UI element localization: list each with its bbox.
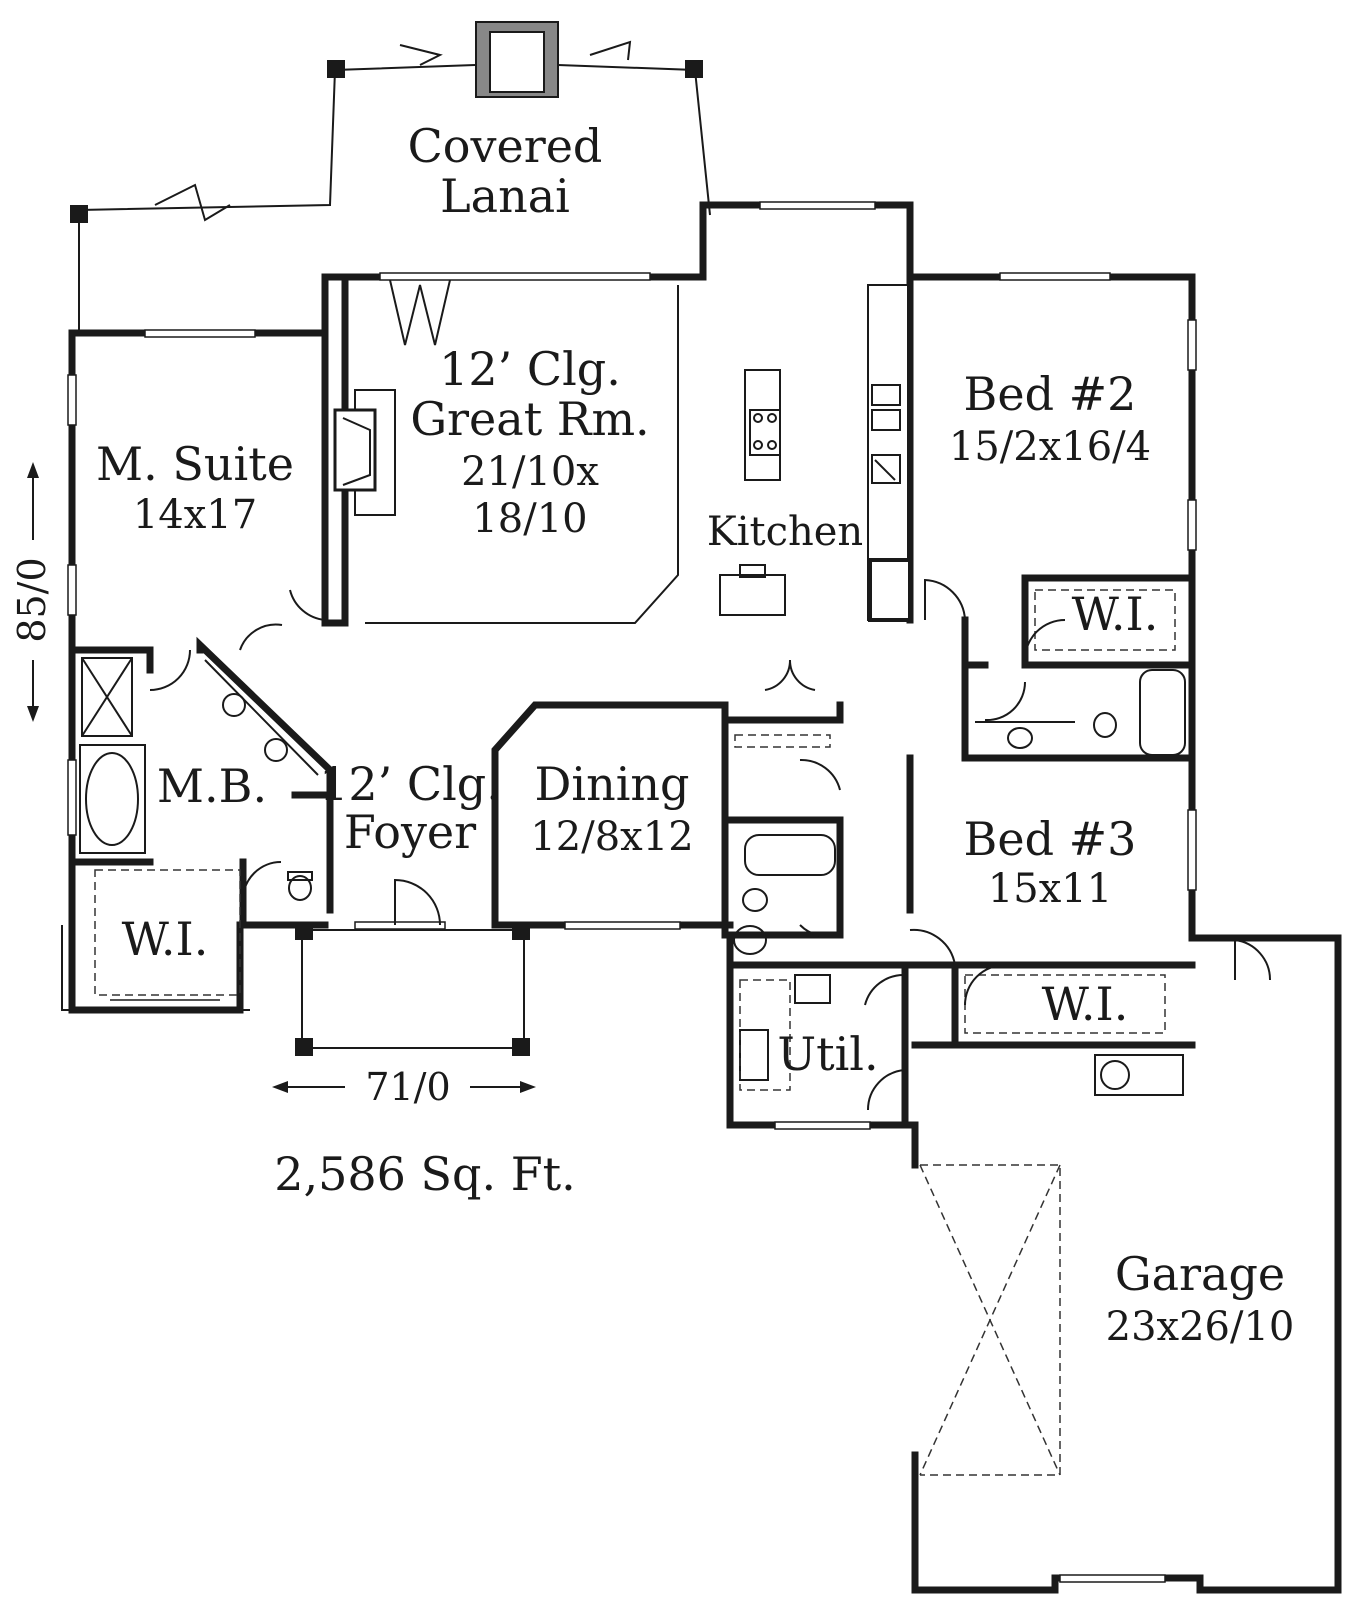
exterior-walls: [68, 201, 1342, 1594]
width-dimension-label: 71/0: [365, 1065, 450, 1109]
foyer-label-line2: Foyer: [344, 805, 476, 859]
mb-label: M.B.: [157, 759, 267, 813]
bed3-label: Bed #3: [964, 812, 1137, 866]
entry-porch: [295, 922, 530, 1056]
great-room-label-line2: Great Rm.: [410, 392, 649, 446]
bed2-size: 15/2x16/4: [949, 424, 1151, 470]
lanai-outline: [70, 21, 711, 333]
dining-size: 12/8x12: [530, 814, 693, 860]
great-room-label-line1: 12’ Clg.: [439, 342, 621, 396]
depth-dimension: 85/0: [10, 462, 54, 722]
dining-label: Dining: [534, 757, 689, 811]
foyer-label-line1: 12’ Clg.: [319, 757, 501, 811]
garage-size: 23x26/10: [1106, 1304, 1295, 1350]
width-dimension: 71/0: [272, 1065, 536, 1109]
garage-label: Garage: [1115, 1247, 1285, 1301]
windows: [67, 201, 1197, 1583]
util-label: Util.: [777, 1027, 878, 1081]
wi-master-label: W.I.: [122, 912, 209, 966]
great-room-label-line3: 21/10x: [461, 449, 599, 495]
bed3-size: 15x11: [988, 866, 1112, 912]
wi-bed2-label: W.I.: [1072, 587, 1159, 641]
total-area-label: 2,586 Sq. Ft.: [274, 1147, 576, 1201]
depth-dimension-label: 85/0: [10, 557, 54, 642]
m-suite-label: M. Suite: [96, 437, 294, 491]
wi-bed3-label: W.I.: [1042, 977, 1129, 1031]
great-room-label-line4: 18/10: [472, 496, 587, 542]
bed2-label: Bed #2: [964, 367, 1137, 421]
door-swings: [149, 279, 1272, 1111]
interior-walls: [61, 273, 1196, 1476]
m-suite-size: 14x17: [133, 492, 257, 538]
lanai-label-line1: Covered: [408, 119, 603, 173]
kitchen-label: Kitchen: [707, 509, 863, 555]
lanai-label-line2: Lanai: [440, 169, 570, 223]
